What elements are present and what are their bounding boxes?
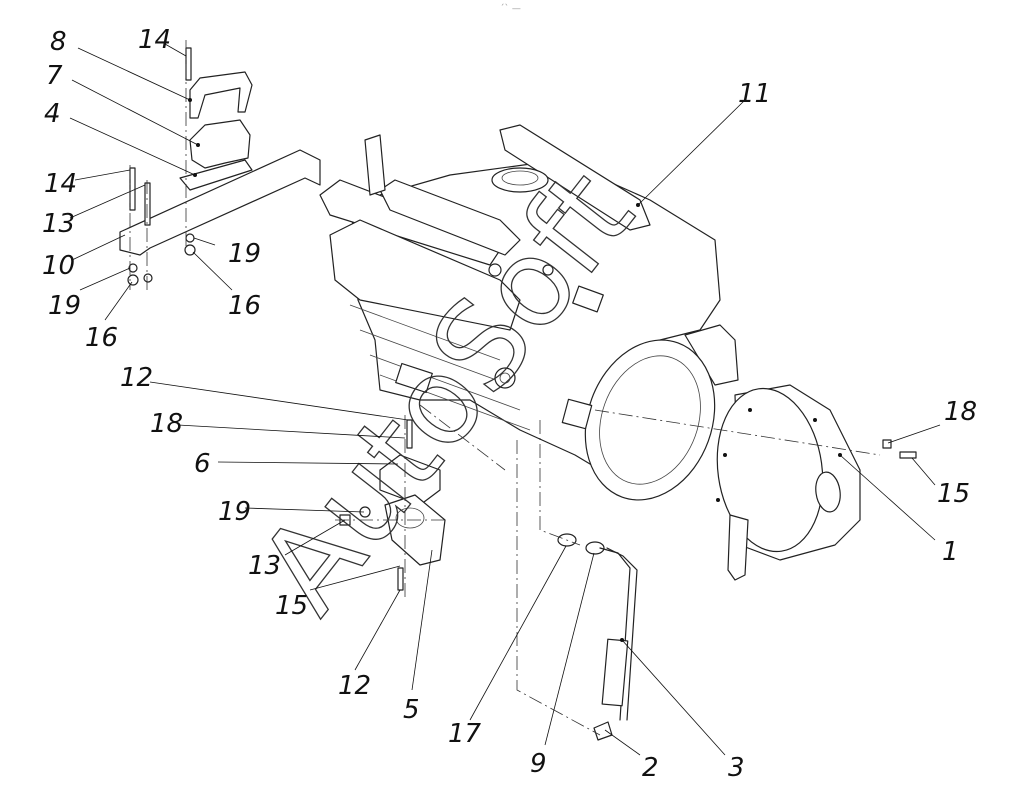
part-18-washer — [882, 439, 892, 449]
center-lines — [129, 40, 881, 736]
callout-19-lower: 19 — [218, 497, 251, 527]
part-16-nut-right — [184, 244, 196, 256]
part-15-bolt — [899, 451, 917, 459]
callout-1: 1 — [942, 537, 959, 567]
callout-6: 6 — [194, 449, 211, 479]
part-16-nut-left — [127, 274, 139, 286]
callout-labels: 8 14 7 4 14 13 10 19 19 16 16 11 12 18 6… — [42, 25, 977, 783]
callout-9: 9 — [530, 749, 547, 779]
callout-18-right: 18 — [944, 397, 977, 427]
callout-2: 2 — [642, 753, 659, 783]
part-2-fitting — [593, 721, 613, 741]
right-small-parts — [882, 439, 917, 459]
part-12-bolt-bottom — [397, 567, 404, 591]
intake-tube-mid — [379, 179, 521, 256]
callout-12-bottom: 12 — [338, 671, 371, 701]
callout-10: 10 — [42, 251, 75, 281]
name-plate — [395, 362, 433, 394]
part-9-hose — [585, 541, 605, 555]
callout-16-right: 16 — [228, 291, 261, 321]
callout-11: 11 — [738, 79, 771, 109]
engine-block — [319, 124, 739, 501]
top-mark: ˊˋ — — [500, 3, 521, 14]
part-12-bolt-top — [406, 419, 413, 449]
callout-17: 17 — [448, 719, 482, 749]
flywheel-cover-part-1 — [716, 384, 861, 581]
callout-16-left: 16 — [85, 323, 118, 353]
part-14-bolt-top — [185, 47, 192, 81]
callout-14-top: 14 — [138, 25, 171, 55]
callout-19-left: 19 — [48, 291, 81, 321]
leader-lines — [69, 43, 941, 756]
part-5-mount — [384, 494, 446, 566]
callout-13-top: 13 — [42, 209, 75, 239]
callout-15-left: 15 — [275, 591, 308, 621]
intake-tube-right — [499, 124, 651, 231]
callout-7: 7 — [46, 61, 63, 91]
lower-mount-assembly — [339, 419, 446, 591]
part-7-cushion — [189, 119, 251, 169]
part-3-pipe — [601, 638, 629, 707]
breather-post — [364, 134, 386, 196]
callout-18-left: 18 — [150, 409, 183, 439]
callout-3: 3 — [728, 753, 745, 783]
callout-8: 8 — [50, 27, 67, 57]
part-6-bracket — [379, 454, 441, 506]
callout-5: 5 — [403, 695, 420, 725]
part-10-bar — [119, 149, 321, 256]
part-19-washer-left — [128, 263, 138, 273]
callout-15-right: 15 — [937, 479, 970, 509]
callout-13-lower: 13 — [248, 551, 281, 581]
callout-19-right: 19 — [228, 239, 261, 269]
part-13-bolt — [144, 182, 151, 226]
callout-4: 4 — [44, 99, 61, 129]
part-4-plate — [179, 159, 253, 191]
callout-14-left: 14 — [44, 169, 77, 199]
part-8-clamp — [189, 71, 253, 119]
release-lever — [727, 514, 749, 581]
cylinder-head — [329, 219, 521, 331]
callout-12-top: 12 — [120, 363, 153, 393]
part-19-washer-right — [185, 233, 195, 243]
tube-assembly — [557, 533, 638, 741]
part-14-bolt-left — [129, 167, 136, 211]
upper-bracket-assembly — [119, 47, 321, 286]
